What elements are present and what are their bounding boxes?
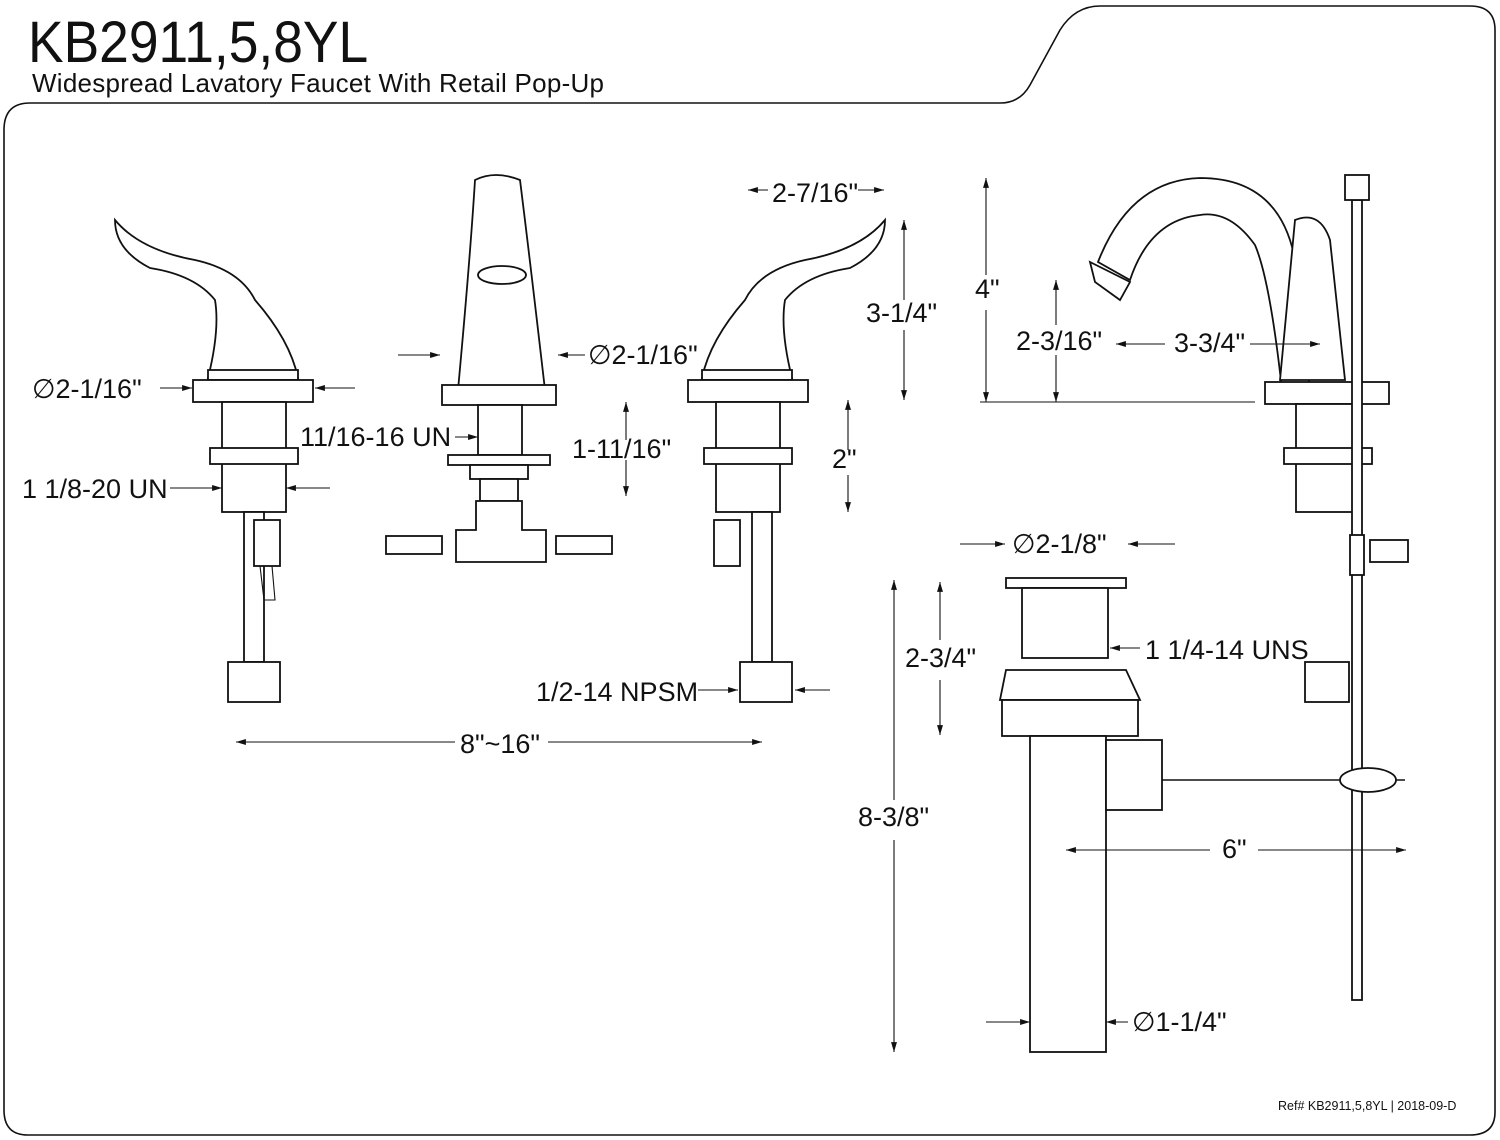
dim-drain-body-height: 2-3/4" — [905, 643, 976, 673]
dim-drain-flange-dia: ∅2-1/8" — [1012, 529, 1107, 559]
dim-spout-base-dia: ∅2-1/16" — [588, 340, 698, 370]
right-handle-drawing — [687, 217, 886, 703]
dim-handle-height: 3-1/4" — [866, 298, 937, 328]
dim-handle-shank-length: 2" — [832, 444, 857, 474]
dimension-lines — [160, 178, 1406, 1052]
dim-spout-reach: 3-3/4" — [1174, 328, 1245, 358]
drawing-frame — [3, 5, 1496, 1136]
reference-footer: Ref# KB2911,5,8YL | 2018-09-D — [1278, 1099, 1456, 1113]
dim-handle-reach: 2-7/16" — [772, 178, 858, 208]
product-subtitle: Widespread Lavatory Faucet With Retail P… — [32, 68, 604, 98]
model-title: KB2911,5,8YL — [28, 10, 368, 75]
left-handle-drawing — [114, 217, 314, 703]
drain-drawing — [998, 577, 1405, 1053]
dim-tailpiece-dia: ∅1-1/4" — [1132, 1007, 1227, 1037]
dim-spout-outlet-height: 2-3/16" — [1016, 326, 1102, 356]
side-view-drawing — [1088, 174, 1409, 1001]
dim-spread: 8"~16" — [460, 729, 540, 759]
dim-spout-height: 4" — [975, 274, 1000, 304]
dim-left-handle-base-dia: ∅2-1/16" — [32, 374, 142, 404]
center-spout-drawing — [385, 174, 613, 563]
dim-drain-thread: 1 1/4-14 UNS — [1145, 635, 1309, 665]
dim-inlet-thread: 1/2-14 NPSM — [536, 677, 698, 707]
dim-drain-total-height: 8-3/8" — [858, 802, 929, 832]
dim-spout-thread: 11/16-16 UN — [300, 422, 451, 452]
dim-handle-thread: 1 1/8-20 UN — [22, 474, 168, 504]
dim-pivot-rod-length: 6" — [1222, 834, 1247, 864]
dim-spout-shank-length: 1-11/16" — [572, 434, 671, 464]
